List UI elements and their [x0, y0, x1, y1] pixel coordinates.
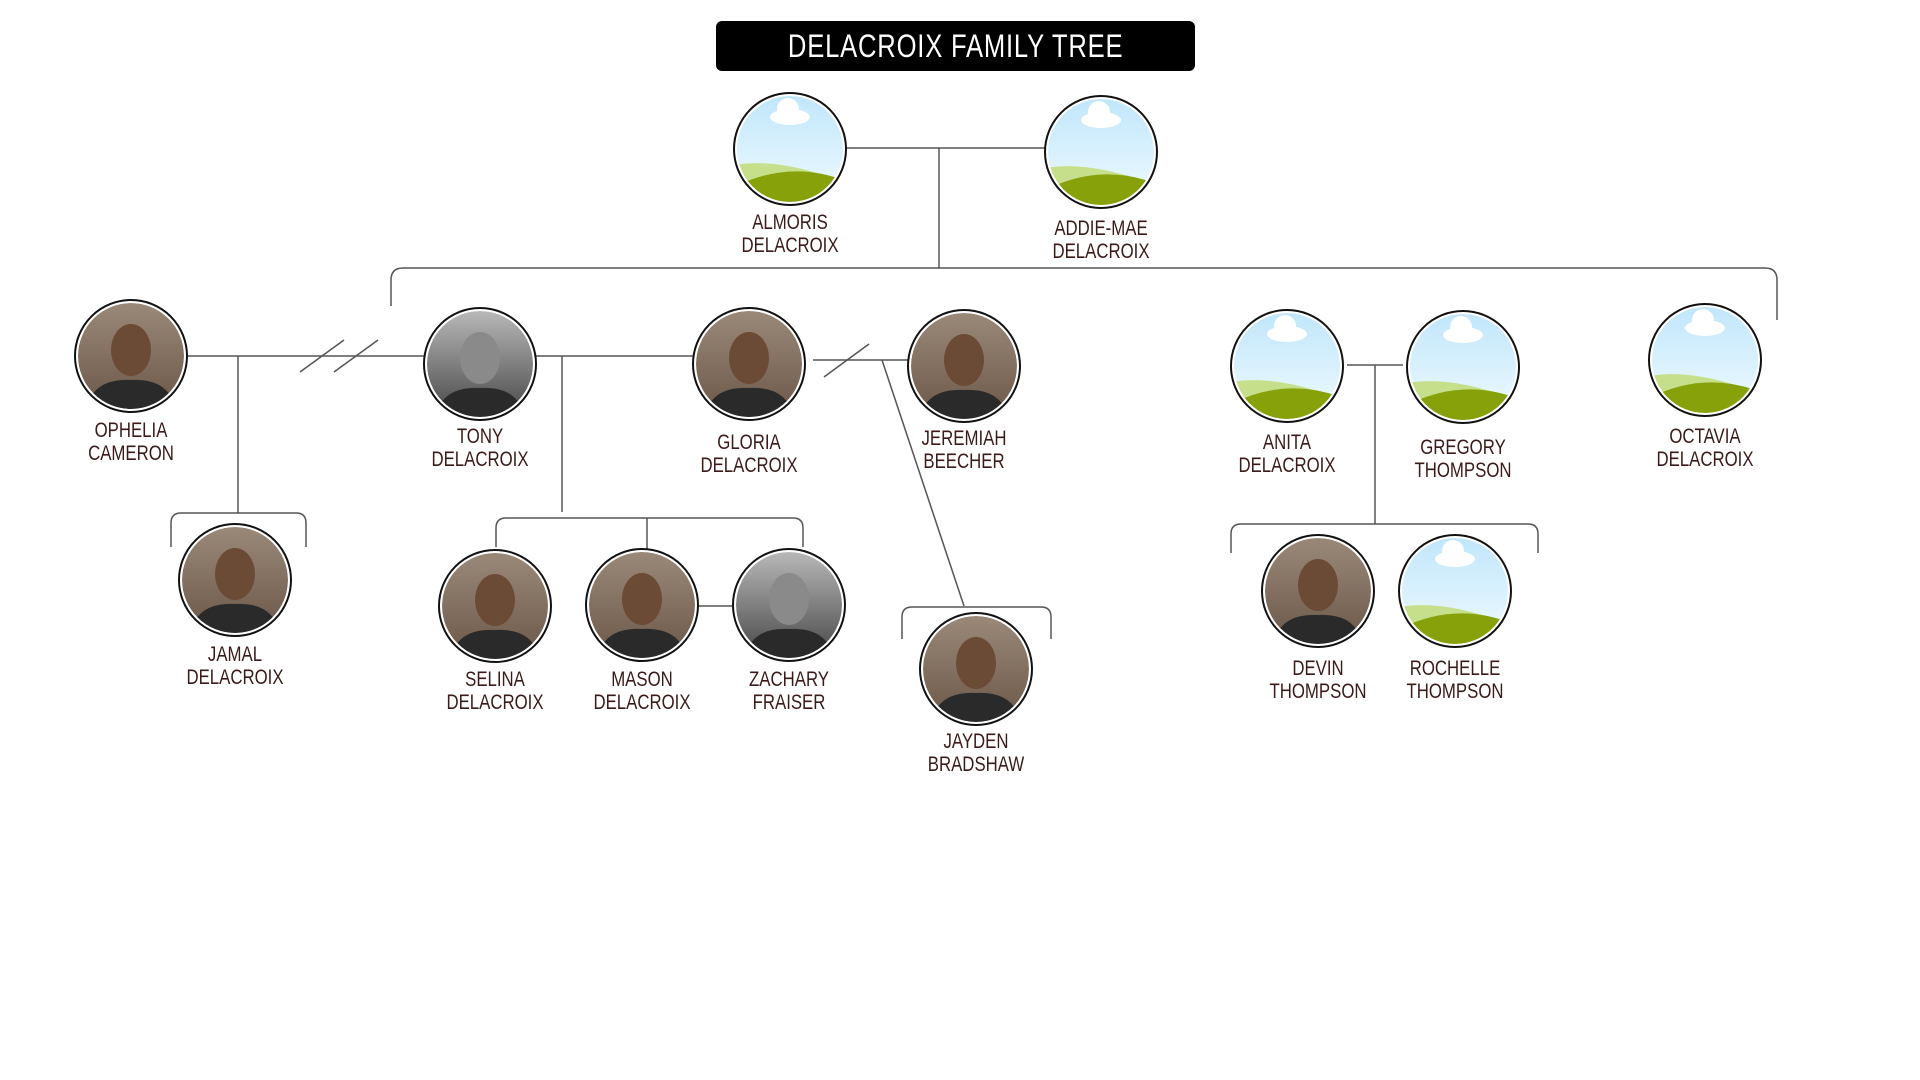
first-name: JAMAL — [207, 643, 263, 666]
siblings-bracket — [390, 267, 1778, 320]
last-name: DELACROIX — [593, 691, 691, 714]
person-anita-avatar[interactable] — [1230, 309, 1344, 423]
last-name: DELACROIX — [700, 454, 798, 477]
first-name: JEREMIAH — [921, 427, 1007, 450]
first-name: OPHELIA — [94, 419, 168, 442]
last-name: DELACROIX — [186, 666, 284, 689]
children-bracket-jamal — [170, 512, 307, 547]
person-almoris-avatar[interactable] — [733, 92, 847, 206]
last-name: FRAISER — [752, 691, 826, 714]
last-name: THOMPSON — [1414, 459, 1512, 482]
person-devin-avatar[interactable] — [1261, 534, 1375, 648]
person-ophelia-avatar[interactable] — [74, 299, 188, 413]
first-name: JAYDEN — [943, 730, 1009, 753]
cloud-icon — [1081, 101, 1121, 128]
last-name: DELACROIX — [1052, 240, 1150, 263]
first-name: ALMORIS — [752, 211, 828, 234]
person-tony-avatar[interactable] — [423, 307, 537, 421]
person-rochelle-avatar[interactable] — [1398, 534, 1512, 648]
last-name: DELACROIX — [431, 448, 529, 471]
first-name: GREGORY — [1420, 436, 1506, 459]
cloud-icon — [1435, 540, 1475, 567]
cloud-icon — [1685, 309, 1725, 336]
first-name: MASON — [611, 668, 673, 691]
person-gregory-avatar[interactable] — [1406, 310, 1520, 424]
first-name: TONY — [456, 425, 504, 448]
person-mason-avatar[interactable] — [585, 548, 699, 662]
first-name: ADDIE-MAE — [1054, 217, 1148, 240]
cloud-icon — [1443, 316, 1483, 343]
children-bracket-jayden — [901, 606, 1052, 639]
last-name: THOMPSON — [1406, 680, 1504, 703]
person-gloria-avatar[interactable] — [692, 307, 806, 421]
cloud-icon — [770, 98, 810, 125]
divorce-slash — [823, 343, 870, 378]
last-name: DELACROIX — [1656, 448, 1754, 471]
last-name: DELACROIX — [1238, 454, 1336, 477]
person-zachary-avatar[interactable] — [732, 548, 846, 662]
divorce-slash — [299, 339, 379, 373]
couple-line-ophelia-tony — [187, 355, 425, 513]
first-name: ZACHARY — [749, 668, 829, 691]
first-name: SELINA — [465, 668, 525, 691]
last-name: BRADSHAW — [927, 753, 1025, 776]
person-addie-mae-avatar[interactable] — [1044, 95, 1158, 209]
person-jeremiah-avatar[interactable] — [907, 309, 1021, 423]
first-name: DEVIN — [1292, 657, 1344, 680]
last-name: DELACROIX — [446, 691, 544, 714]
last-name: CAMERON — [88, 442, 174, 465]
last-name: THOMPSON — [1269, 680, 1367, 703]
first-name: GLORIA — [717, 431, 781, 454]
family-tree-title: DELACROIX FAMILY TREE — [716, 21, 1195, 71]
last-name: DELACROIX — [741, 234, 839, 257]
first-name: OCTAVIA — [1669, 425, 1741, 448]
person-jayden-avatar[interactable] — [919, 612, 1033, 726]
first-name: ANITA — [1262, 431, 1312, 454]
last-name: BEECHER — [923, 450, 1005, 473]
couple-line-gloria-jeremiah — [813, 359, 965, 607]
couple-line-grandparents — [846, 147, 1045, 268]
children-bracket-thompson — [1230, 523, 1539, 553]
cloud-icon — [1267, 315, 1307, 342]
children-bracket-tony-gloria — [495, 517, 804, 547]
couple-line-tony-gloria — [535, 355, 694, 512]
person-jamal-avatar[interactable] — [178, 523, 292, 637]
couple-line-anita-gregory — [1347, 364, 1403, 524]
person-selina-avatar[interactable] — [438, 549, 552, 663]
first-name: ROCHELLE — [1409, 657, 1501, 680]
person-octavia-avatar[interactable] — [1648, 303, 1762, 417]
